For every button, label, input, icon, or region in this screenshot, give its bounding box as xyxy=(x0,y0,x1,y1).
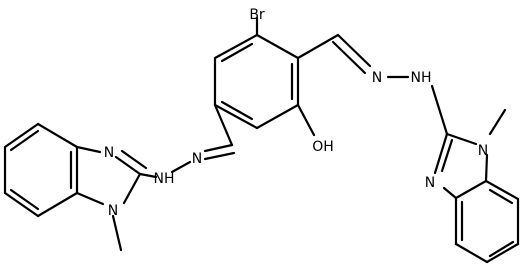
left-hydrazone-chain xyxy=(138,103,236,179)
right-imine-n-label: N xyxy=(372,70,382,86)
hydroxyl-label: OH xyxy=(312,139,334,155)
right-benzimidazole-n3-label: N xyxy=(425,175,435,191)
left-benzimidazole xyxy=(3,122,148,252)
central-benzene-ring xyxy=(213,33,300,130)
left-imine-n-label: N xyxy=(192,151,202,167)
left-benzimidazole-n-methyl-label: N xyxy=(108,203,118,219)
right-benzimidazole-n-methyl-label: N xyxy=(478,143,488,159)
bromine-label: Br xyxy=(249,7,265,23)
left-benzimidazole-n3-label: N xyxy=(104,145,114,161)
left-nh-label: NH xyxy=(154,171,175,187)
right-hydrazone-chain xyxy=(296,33,449,136)
right-nh-label: NH xyxy=(411,70,432,86)
right-benzimidazole xyxy=(433,108,520,264)
bond-c-oh xyxy=(296,103,316,137)
